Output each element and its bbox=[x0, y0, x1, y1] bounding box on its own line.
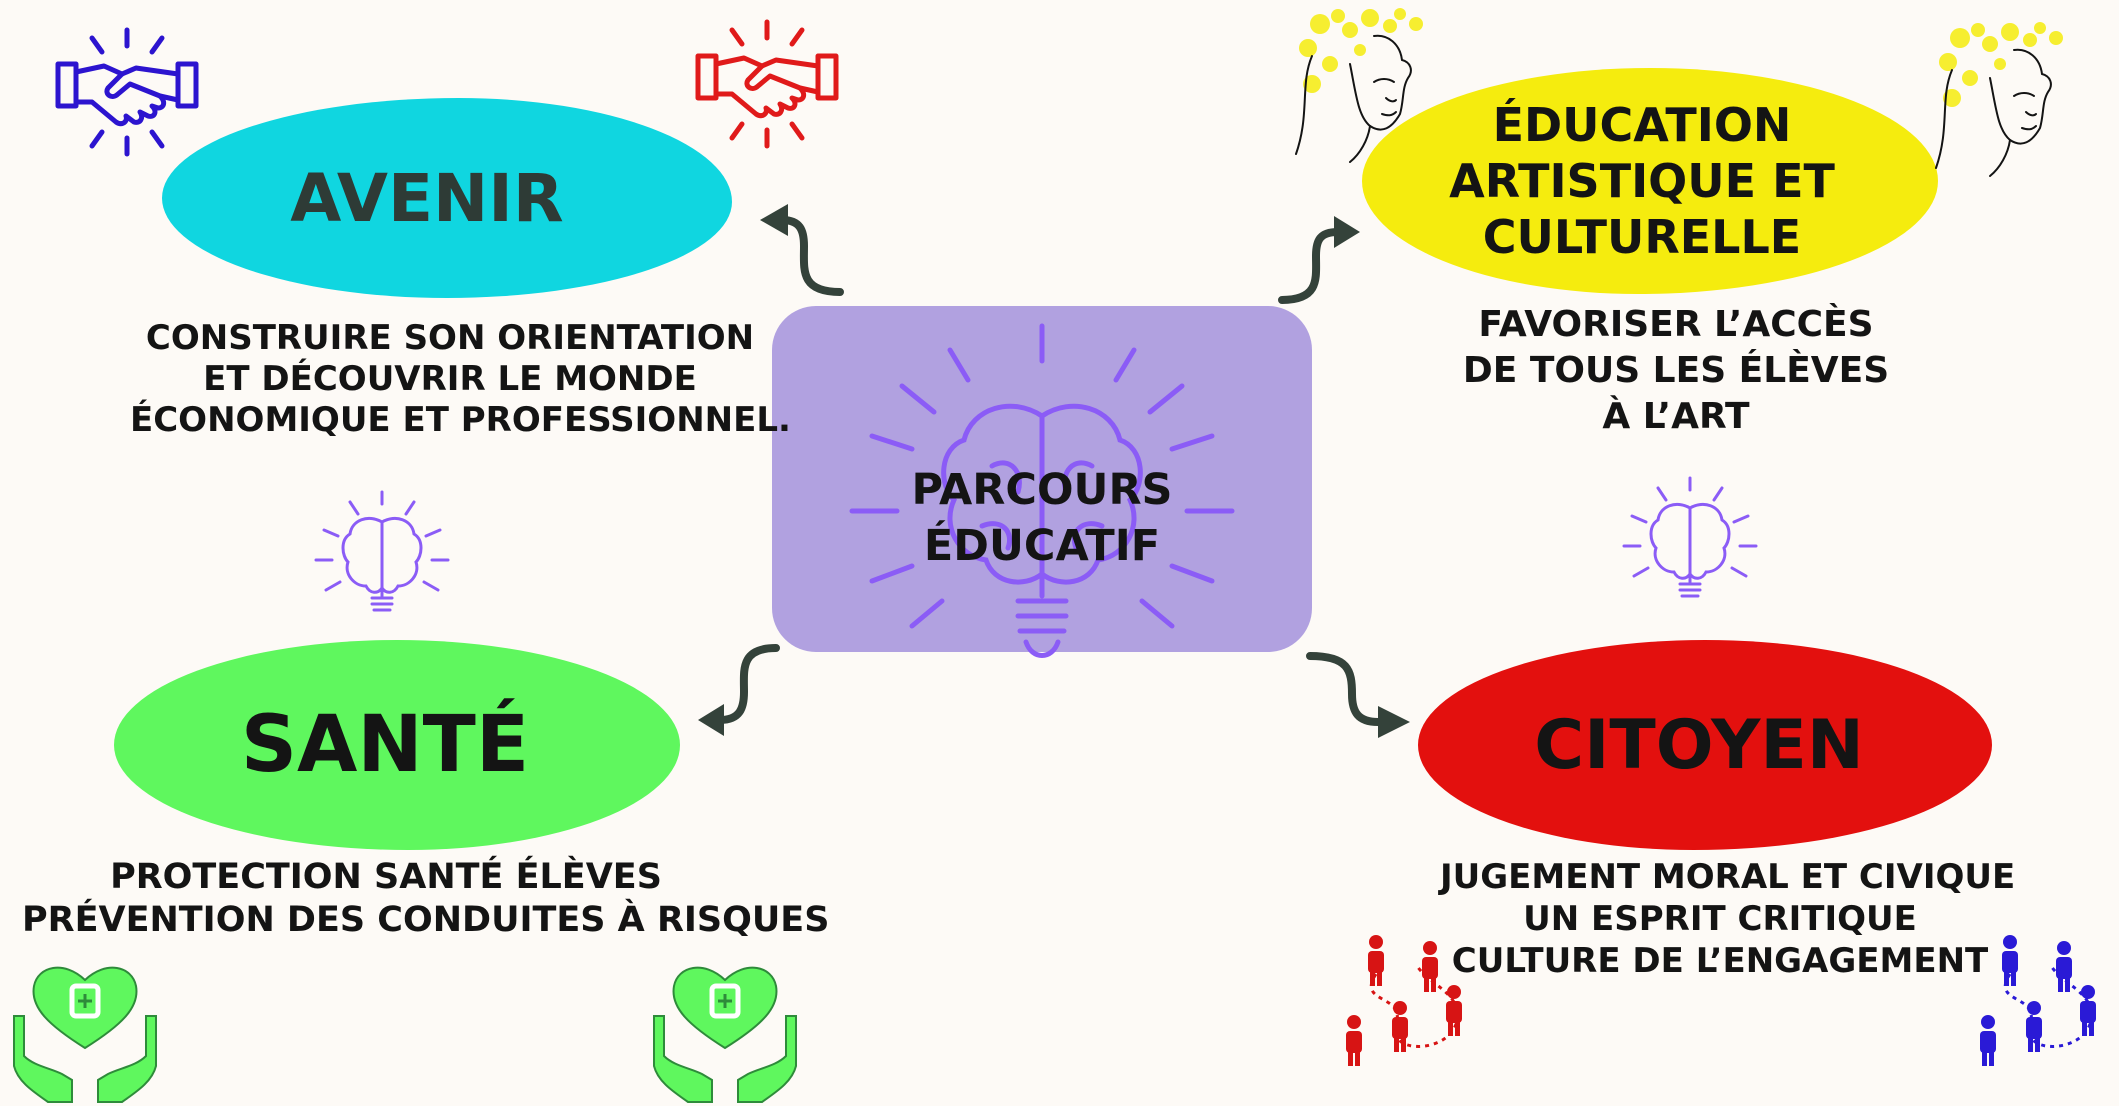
brain-lightbulb-icon bbox=[1622, 476, 1758, 598]
brain-lightbulb-icon bbox=[314, 490, 450, 612]
avenir-desc-line2: ET DÉCOUVRIR LE MONDE bbox=[203, 359, 697, 399]
education-title-line1: ÉDUCATION bbox=[1492, 98, 1792, 152]
face-line-art-icon bbox=[1935, 22, 2063, 177]
avenir-bubble: AVENIR bbox=[162, 98, 732, 298]
arrow-to-citoyen bbox=[1306, 652, 1410, 738]
heart-hands-icon bbox=[13, 966, 157, 1103]
avenir-desc-line3: ÉCONOMIQUE ET PROFESSIONNEL. bbox=[130, 400, 791, 440]
education-desc-line2: DE TOUS LES ÉLÈVES bbox=[1462, 350, 1890, 391]
avenir-title: AVENIR bbox=[290, 159, 564, 237]
citoyen-bubble: CITOYEN bbox=[1418, 640, 1992, 850]
brain-lightbulb-icon bbox=[849, 323, 1235, 658]
sante-description: PROTECTION SANTÉ ÉLÈVES PRÉVENTION DES C… bbox=[22, 856, 830, 942]
citoyen-desc-line2: UN ESPRIT CRITIQUE bbox=[1523, 899, 1917, 939]
education-title-line2: ARTISTIQUE ET bbox=[1449, 154, 1835, 208]
network-people-icon bbox=[1980, 935, 2096, 1066]
center-title: PARCOURS ÉDUCATIF bbox=[772, 462, 1312, 574]
education-bubble: ÉDUCATION ARTISTIQUE ET CULTURELLE bbox=[1362, 68, 1938, 294]
handshake-icon bbox=[695, 19, 839, 149]
arrow-to-education bbox=[1278, 216, 1360, 304]
sante-desc-line1: PROTECTION SANTÉ ÉLÈVES bbox=[110, 857, 662, 897]
education-title-line3: CULTURELLE bbox=[1482, 210, 1802, 264]
heart-hands-icon bbox=[653, 966, 797, 1103]
arrow-to-avenir bbox=[760, 204, 844, 296]
sante-title: SANTÉ bbox=[240, 700, 530, 790]
education-title: ÉDUCATION ARTISTIQUE ET CULTURELLE bbox=[1449, 97, 1835, 265]
center-title-line1: PARCOURS bbox=[911, 465, 1173, 515]
citoyen-desc-line3: CULTURE DE L’ENGAGEMENT bbox=[1451, 941, 1989, 981]
arrow-to-sante bbox=[698, 644, 780, 736]
handshake-icon bbox=[55, 27, 199, 157]
sante-desc-line2: PRÉVENTION DES CONDUITES À RISQUES bbox=[22, 900, 830, 940]
education-desc-line1: FAVORISER L’ACCÈS bbox=[1478, 304, 1874, 345]
citoyen-title: CITOYEN bbox=[1534, 705, 1864, 785]
sante-bubble: SANTÉ bbox=[114, 640, 680, 850]
avenir-desc-line1: CONSTRUIRE SON ORIENTATION bbox=[145, 318, 755, 358]
center-title-line2: ÉDUCATIF bbox=[923, 521, 1161, 571]
face-line-art-icon bbox=[1295, 8, 1423, 163]
avenir-description: CONSTRUIRE SON ORIENTATION ET DÉCOUVRIR … bbox=[130, 318, 791, 441]
network-people-icon bbox=[1346, 935, 1462, 1066]
education-description: FAVORISER L’ACCÈS DE TOUS LES ÉLÈVES À L… bbox=[1436, 302, 1916, 440]
citoyen-description: JUGEMENT MORAL ET CIVIQUE UN ESPRIT CRIT… bbox=[1440, 856, 2016, 982]
education-desc-line3: À L’ART bbox=[1602, 396, 1750, 437]
citoyen-desc-line1: JUGEMENT MORAL ET CIVIQUE bbox=[1440, 857, 2016, 897]
